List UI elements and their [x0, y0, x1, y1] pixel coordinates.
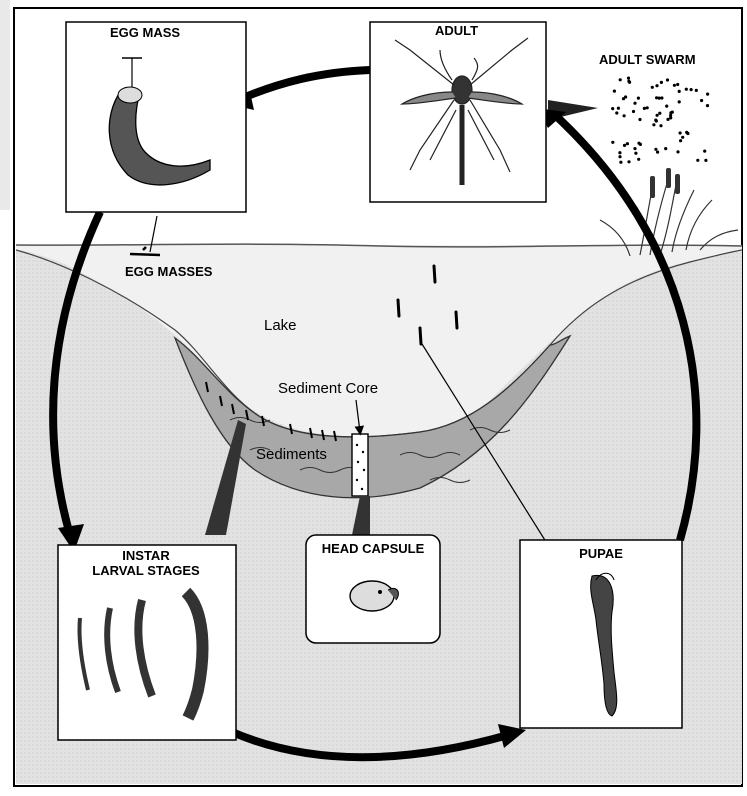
- swarm-dot: [676, 83, 679, 86]
- swarm-dot: [638, 118, 641, 121]
- swarm-dot: [673, 84, 676, 87]
- swarm-dot: [627, 77, 630, 80]
- swarm-dot: [695, 89, 698, 92]
- adult-label: ADULT: [435, 23, 478, 38]
- swarm-dot: [660, 81, 663, 84]
- adult-panel: [370, 22, 546, 202]
- swarm-dot: [627, 80, 630, 83]
- instar-label-line2: LARVAL STAGES: [60, 563, 232, 578]
- swarm-dot: [613, 90, 616, 93]
- swarm-dot: [637, 158, 640, 161]
- swarm-dot: [633, 147, 636, 150]
- swarm-dot: [659, 124, 662, 127]
- swarm-dot: [685, 88, 688, 91]
- edge-shade: [0, 0, 10, 210]
- swarm-dot: [658, 97, 661, 100]
- swarm-dot: [646, 106, 649, 109]
- swarm-dot: [704, 159, 707, 162]
- swarm-dot: [652, 123, 655, 126]
- swarm-dot: [671, 111, 674, 114]
- sediment-core: [352, 434, 368, 496]
- swarm-dot: [676, 150, 679, 153]
- swarm-dot: [655, 84, 658, 87]
- head-capsule-label: HEAD CAPSULE: [306, 541, 440, 556]
- swarm-dot: [626, 142, 629, 145]
- swarm-dot: [637, 142, 640, 145]
- swarm-dot: [618, 155, 621, 158]
- swarm-dot: [664, 147, 667, 150]
- swarm-dot: [619, 161, 622, 164]
- swarm-dot: [623, 114, 626, 117]
- cattails: [650, 168, 680, 198]
- sediment-core-label: Sediment Core: [278, 380, 378, 397]
- swarm-dot: [611, 141, 614, 144]
- swarm-dot: [611, 107, 614, 110]
- swarm-dot: [656, 151, 659, 154]
- swarm-dot: [681, 136, 684, 139]
- swarm-dot: [656, 114, 659, 117]
- swarm-dot: [679, 131, 682, 134]
- swarm-dot: [637, 97, 640, 100]
- swarm-dot: [678, 100, 681, 103]
- pupae-label: PUPAE: [520, 546, 682, 561]
- swarm-dot: [696, 159, 699, 162]
- swarm-dot: [706, 93, 709, 96]
- swarm-dot: [643, 107, 646, 110]
- swarm-dot: [654, 148, 657, 151]
- sediments-label: Sediments: [256, 446, 327, 463]
- swarm-dot: [658, 112, 661, 115]
- swarm-dot: [623, 144, 626, 147]
- lake-label: Lake: [264, 317, 297, 334]
- swarm-dot: [685, 131, 688, 134]
- swarm-dot: [690, 88, 693, 91]
- adult-swarm-label: ADULT SWARM: [599, 52, 696, 67]
- swarm-dot: [615, 111, 618, 114]
- egg-masses-label: EGG MASSES: [125, 264, 212, 279]
- swarm-dot: [651, 86, 654, 89]
- swarm-dot: [654, 119, 657, 122]
- swarm-dot: [703, 150, 706, 153]
- adult-swarm-dots: [611, 77, 709, 164]
- swarm-dot: [624, 95, 627, 98]
- swarm-dot: [633, 102, 636, 105]
- instar-label: INSTAR LARVAL STAGES: [60, 548, 232, 578]
- swarm-dot: [700, 99, 703, 102]
- instar-label-line1: INSTAR: [60, 548, 232, 563]
- swarm-dot: [665, 105, 668, 108]
- swarm-dot: [619, 78, 622, 81]
- swarm-dot: [617, 107, 620, 110]
- swarm-dot: [678, 90, 681, 93]
- swarm-dot: [669, 116, 672, 119]
- swarm-dot: [679, 139, 682, 142]
- swarm-dot: [706, 104, 709, 107]
- egg-mass-label: EGG MASS: [110, 25, 180, 40]
- swarm-dot: [660, 96, 663, 99]
- swarm-dot: [632, 110, 635, 113]
- swarm-dot: [634, 152, 637, 155]
- swarm-dot: [666, 78, 669, 81]
- swarm-dot: [666, 118, 669, 121]
- swarm-dot: [618, 151, 621, 154]
- arrow-adult-to-egg: [238, 70, 370, 100]
- swarm-dot: [627, 160, 630, 163]
